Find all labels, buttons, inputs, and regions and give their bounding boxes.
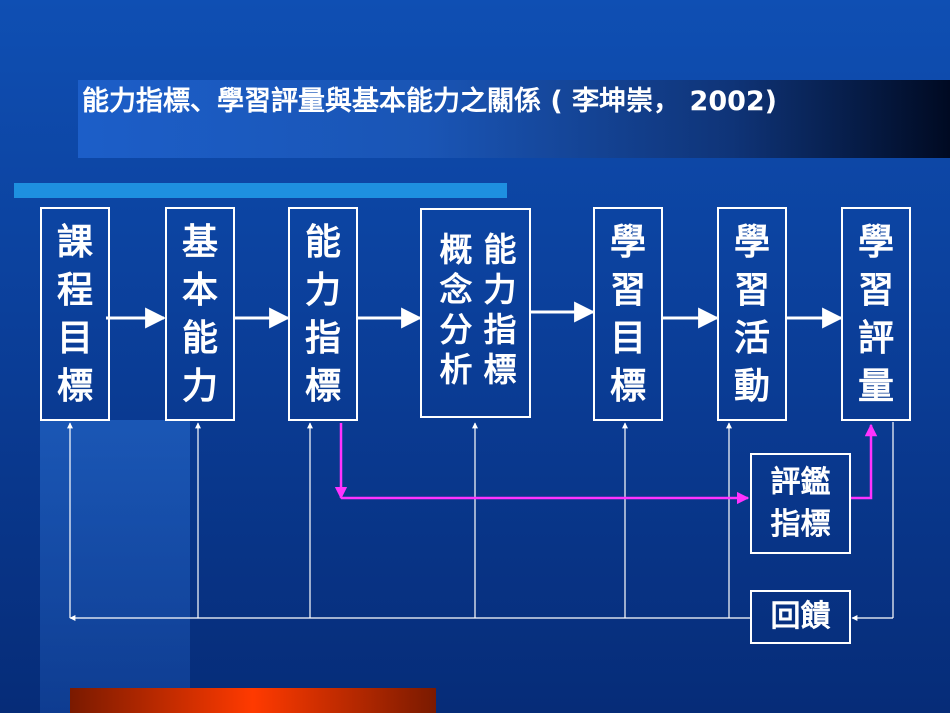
box-learning-assessment: 學習評量 bbox=[841, 207, 911, 421]
box-ability-indicators: 能力指標 bbox=[288, 207, 358, 421]
box-analysis-col1: 能力指標 bbox=[483, 230, 517, 389]
box-eval-line1: 評鑑 bbox=[770, 465, 831, 500]
box-feedback-label: 回饋 bbox=[770, 599, 831, 634]
box-basic-abilities-label: 基本能力 bbox=[182, 222, 219, 407]
box-feedback: 回饋 bbox=[750, 590, 851, 644]
title-band bbox=[78, 80, 950, 158]
box-basic-abilities: 基本能力 bbox=[165, 207, 235, 421]
box-eval-line2: 指標 bbox=[770, 507, 831, 542]
box-course-goals: 課程目標 bbox=[40, 207, 110, 421]
box-learning-goals-label: 學習目標 bbox=[610, 222, 647, 407]
box-learning-goals: 學習目標 bbox=[593, 207, 663, 421]
box-learning-assessment-label: 學習評量 bbox=[858, 222, 895, 407]
box-course-goals-label: 課程目標 bbox=[57, 222, 94, 407]
highlight-eval-to-assessment bbox=[851, 423, 878, 500]
box-learning-activities: 學習活動 bbox=[717, 207, 787, 421]
box-evaluation-indicators: 評鑑 指標 bbox=[750, 453, 851, 554]
box-analysis-col2: 概念分析 bbox=[439, 230, 473, 389]
box-learning-activities-label: 學習活動 bbox=[734, 222, 771, 407]
box-concept-analysis: 概念分析 能力指標 bbox=[420, 208, 531, 418]
accent-bar bbox=[14, 183, 507, 198]
box-ability-indicators-label: 能力指標 bbox=[305, 222, 342, 407]
slide-title: 能力指標、學習評量與基本能力之關係 ( 李坤崇， 2002) bbox=[82, 86, 778, 117]
bottom-decorative-bar bbox=[70, 688, 436, 713]
left-decorative-strip bbox=[40, 420, 190, 713]
